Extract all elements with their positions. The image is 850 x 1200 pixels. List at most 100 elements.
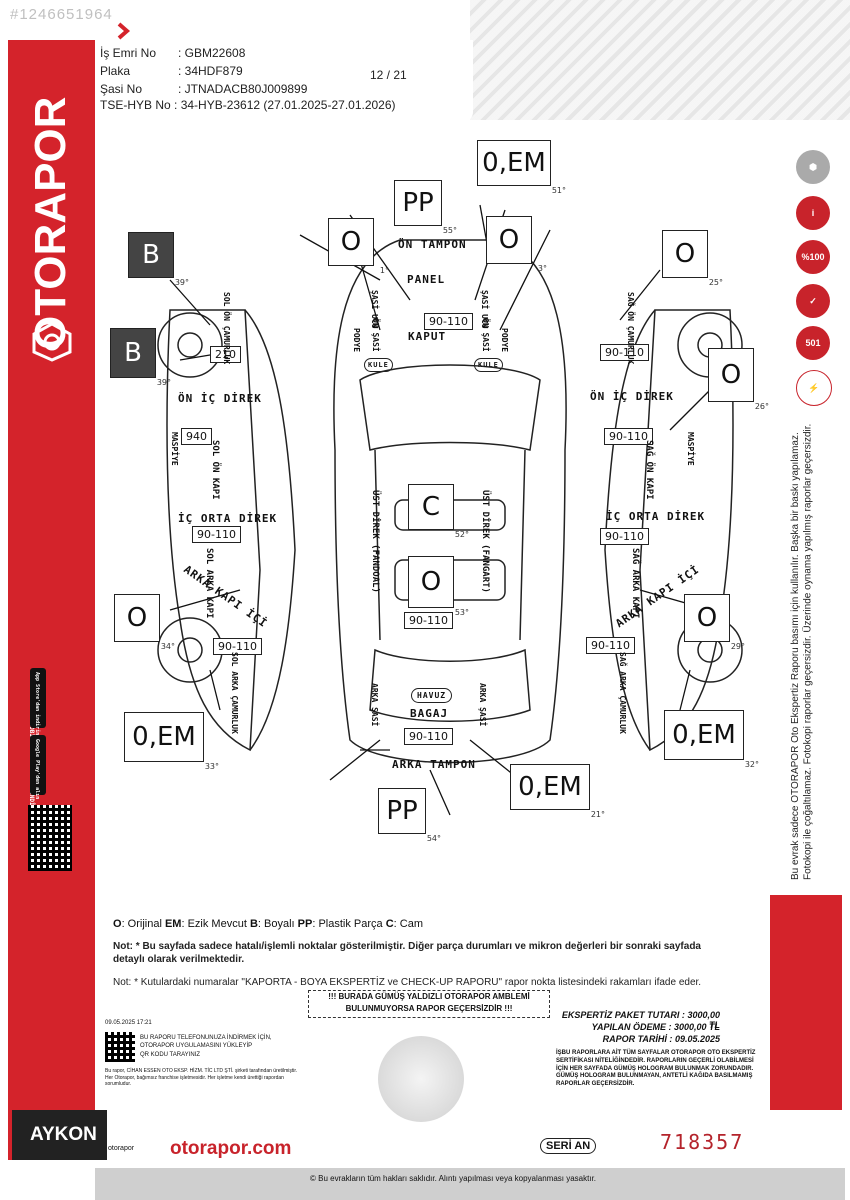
meas-sol-on-camurluk: 210 [210, 346, 241, 363]
hologram-emblem [378, 1036, 464, 1122]
is-emri-value: : GBM22608 [178, 46, 246, 60]
label-podye-right: PODYE [500, 328, 509, 353]
label-sol-on-ic-direk: ÖN İÇ DİREK [178, 392, 262, 405]
brand-sidebar [8, 40, 95, 1160]
plaka-value: : 34HDF879 [178, 64, 243, 78]
fee-odeme: YAPILAN ÖDEME : 3000,00 TL [591, 1022, 720, 1032]
label-kule-right: KULE [474, 358, 503, 372]
badge-info-icon: i [796, 196, 830, 230]
app-store-badge[interactable] [30, 668, 46, 728]
label-sol-arka-kapi: SOL ARKA KAPI [204, 548, 214, 619]
app-instructions: BU RAPORU TELEFONUNUZA İNDİRMEK İÇİN,OTO… [140, 1035, 272, 1058]
label-sag-on-kapi: SAĞ ÖN KAPI [644, 440, 654, 500]
logo-emblem-icon [32, 322, 72, 362]
fee-tarih: RAPOR TARİHİ : 09.05.2025 [602, 1034, 720, 1044]
sasi-value: : JTNADACB80J009899 [178, 82, 308, 96]
label-bagaj: BAGAJ [410, 707, 449, 720]
label-sag-arka-camurluk: SAĞ ARKA ÇAMURLUK [618, 652, 627, 734]
side-disclaimer: Bu evrak sadece OTORAPOR Oto Ekspertiz R… [790, 423, 814, 880]
label-havuz: HAVUZ [411, 688, 453, 703]
logo-text: OTORAPOR [26, 97, 75, 350]
meas-kaput: 90-110 [424, 313, 473, 330]
note-2: Not: * Kutulardaki numaralar "KAPORTA - … [113, 977, 702, 988]
label-sol-on-kapi: SOL ÖN KAPI [210, 440, 220, 500]
label-sag-arka-kapi: SAĞ ARKA KAPI [630, 548, 640, 619]
company-notice: Bu rapor, CİHAN ESSEN OTO EKSP. HİZM. Tİ… [105, 1068, 298, 1087]
qr-code[interactable] [28, 805, 72, 871]
meas-sol-on-kapi: 940 [181, 428, 212, 445]
footer-strip: © Bu evrakların tüm hakları saklıdır. Al… [95, 1168, 845, 1200]
google-play-badge[interactable] [30, 735, 46, 795]
badge-501: 501 [796, 326, 830, 360]
legend: O: Orijinal EM: Ezik Mevcut B: Boyalı PP… [113, 918, 423, 930]
social-handle: otorapor [108, 1145, 135, 1152]
chevron-right-icon [117, 22, 131, 40]
meas-sag-on-camurluk: 90-110 [600, 344, 649, 361]
badge-check-icon: ✓ [796, 284, 830, 318]
sasi-label: Şasi No [100, 82, 143, 96]
seri-badge: SERİ AN [540, 1138, 597, 1154]
meas-sol-arka-camurluk: 90-110 [213, 638, 262, 655]
meas-sag-arka-camurluk: 90-110 [586, 637, 635, 654]
label-on-sasi-left: ÖN ŞASİ [371, 318, 380, 352]
hologram-notice: İŞBU RAPORLARA AİT TÜM SAYFALAR OTORAPOR… [556, 1050, 756, 1088]
dealer-name: AYKON [30, 1124, 97, 1145]
note-1: Not: * Bu sayfada sadece hatalı/işlemli … [113, 941, 701, 965]
label-maspiye-right: MASPİYE [686, 432, 695, 466]
label-on-tampon: ÖN TAMPON [398, 238, 467, 251]
google-play-text: Google Play'den alın [34, 739, 40, 800]
serial-number: 718357 [660, 1130, 745, 1154]
label-sasi-ucu-left: ŞASİ UCU [370, 290, 379, 329]
meas-sol-arka-kapi: 90-110 [192, 526, 241, 543]
watermark-id: #1246651964 [10, 6, 113, 23]
label-sol-on-camurluk: SOL ÖN ÇAMURLUK [222, 292, 231, 365]
otorapor-logo: OTORAPOR [26, 97, 75, 350]
label-arka-tampon: ARKA TAMPON [392, 758, 476, 771]
tse-value: : 34-HYB-23612 (27.01.2025-27.01.2026) [174, 98, 396, 112]
label-maspiye-left: MASPİYE [170, 432, 179, 466]
brand-block-right [770, 895, 842, 1110]
label-podye-left: PODYE [352, 328, 361, 353]
is-emri-label: İş Emri No [100, 46, 157, 60]
app-qr-code[interactable] [105, 1032, 135, 1062]
label-ust-direk-left: ÜST DİREK (FANDOAL) [370, 490, 380, 593]
label-panel: PANEL [407, 273, 446, 286]
plaka-label: Plaka [100, 64, 131, 78]
label-ust-direk-right: ÜST DİREK (FANGART) [480, 490, 490, 593]
decorative-pattern [470, 0, 850, 120]
hologram-warning: !!! BURADA GÜMÜŞ YALDIZLI OTORAPOR AMBLE… [308, 990, 550, 1018]
badge-percent: %100 [796, 240, 830, 274]
label-kaput: KAPUT [408, 330, 447, 343]
label-sag-on-ic-direk: ÖN İÇ DİREK [590, 390, 674, 403]
label-sag-orta-direk: İÇ ORTA DİREK [606, 510, 706, 523]
car-diagram [157, 204, 743, 816]
label-sasi-ucu-right: ŞASİ UCU [480, 290, 489, 329]
label-arka-sasi-left: ARKA ŞASİ [370, 683, 379, 727]
app-store-text: App Store'dan indirin [34, 672, 40, 736]
label-kule-left: KULE [364, 358, 393, 372]
meas-tavan: 90-110 [404, 612, 453, 629]
tse-label: TSE-HYB No [100, 98, 171, 112]
label-sol-arka-camurluk: SOL ARKA ÇAMURLUK [230, 652, 239, 734]
label-sag-on-camurluk: SAĞ ÖN ÇAMURLUK [626, 292, 635, 365]
label-arka-sasi-right: ARKA ŞASİ [478, 683, 487, 727]
meas-bagaj: 90-110 [404, 728, 453, 745]
page-number: 12 / 21 [370, 68, 407, 82]
label-on-sasi-right: ÖN ŞASİ [481, 318, 490, 352]
label-sol-orta-direk: İÇ ORTA DİREK [178, 512, 278, 525]
website-link[interactable]: otorapor.com [170, 1138, 292, 1159]
